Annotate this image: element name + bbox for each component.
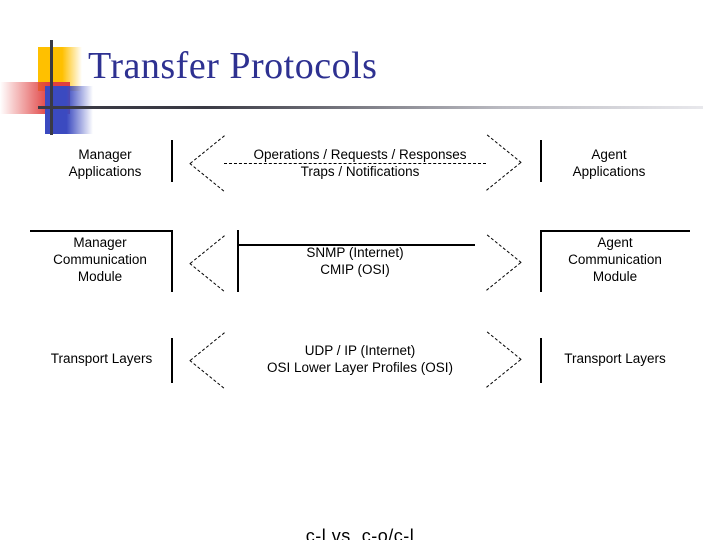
right-box-left-row-1 [540, 230, 542, 292]
decoration-blue-square [45, 86, 93, 134]
center-box-top-row-1 [237, 244, 475, 246]
left-divider-row-0 [171, 140, 173, 182]
decoration-horizontal-rule [38, 106, 703, 109]
page-title: Transfer Protocols [88, 45, 378, 87]
center-box-left-row-1 [237, 230, 239, 292]
left-box-right-row-1 [171, 230, 173, 292]
left-divider-row-2 [171, 338, 173, 383]
center-label-2: UDP / IP (Internet) OSI Lower Layer Prof… [266, 343, 454, 375]
right-divider-row-0 [540, 140, 542, 182]
center-label-1: SNMP (Internet) CMIP (OSI) [306, 245, 404, 277]
left-box-label-2: Transport Layers [50, 351, 153, 366]
figure-diagram: Manager Applications Operations / Reques… [0, 118, 720, 540]
right-box-label-1: Agent Communication Module [568, 235, 662, 284]
decoration-vertical-rule [50, 40, 53, 135]
left-box-label-0: Manager Applications [68, 147, 142, 179]
right-box-top-row-1 [540, 230, 690, 232]
right-box-label-0: Agent Applications [572, 147, 646, 179]
left-box-top-row-1 [30, 230, 173, 232]
annotation-connection-mode: c-l vs. c-o/c-l [305, 526, 415, 540]
left-box-label-1: Manager Communication Module [53, 235, 147, 284]
arrow-shaft-row-0 [224, 163, 486, 164]
right-divider-row-2 [540, 338, 542, 383]
center-label-0: Operations / Requests / Responses Traps … [253, 147, 467, 179]
right-box-label-2: Transport Layers [564, 351, 666, 366]
